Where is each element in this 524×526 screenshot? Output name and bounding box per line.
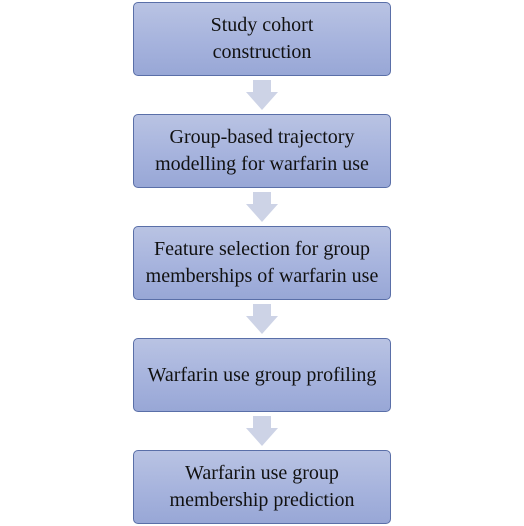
down-arrow-icon	[246, 192, 278, 222]
step-group-profiling: Warfarin use group profiling	[133, 338, 391, 412]
step-membership-prediction: Warfarin use group membership prediction	[133, 450, 391, 524]
step-label: Study cohort construction	[210, 14, 314, 63]
down-arrow-icon	[246, 304, 278, 334]
step-study-cohort-construction: Study cohort construction	[133, 2, 391, 76]
step-label: Feature selection for group memberships …	[145, 238, 379, 287]
step-label: Warfarin use group membership prediction	[169, 462, 355, 511]
step-trajectory-modelling: Group-based trajectory modelling for war…	[133, 114, 391, 188]
step-feature-selection: Feature selection for group memberships …	[133, 226, 391, 300]
down-arrow-icon	[246, 80, 278, 110]
down-arrow-icon	[246, 416, 278, 446]
step-label: Group-based trajectory modelling for war…	[155, 126, 369, 175]
step-label: Warfarin use group profiling	[147, 363, 377, 386]
